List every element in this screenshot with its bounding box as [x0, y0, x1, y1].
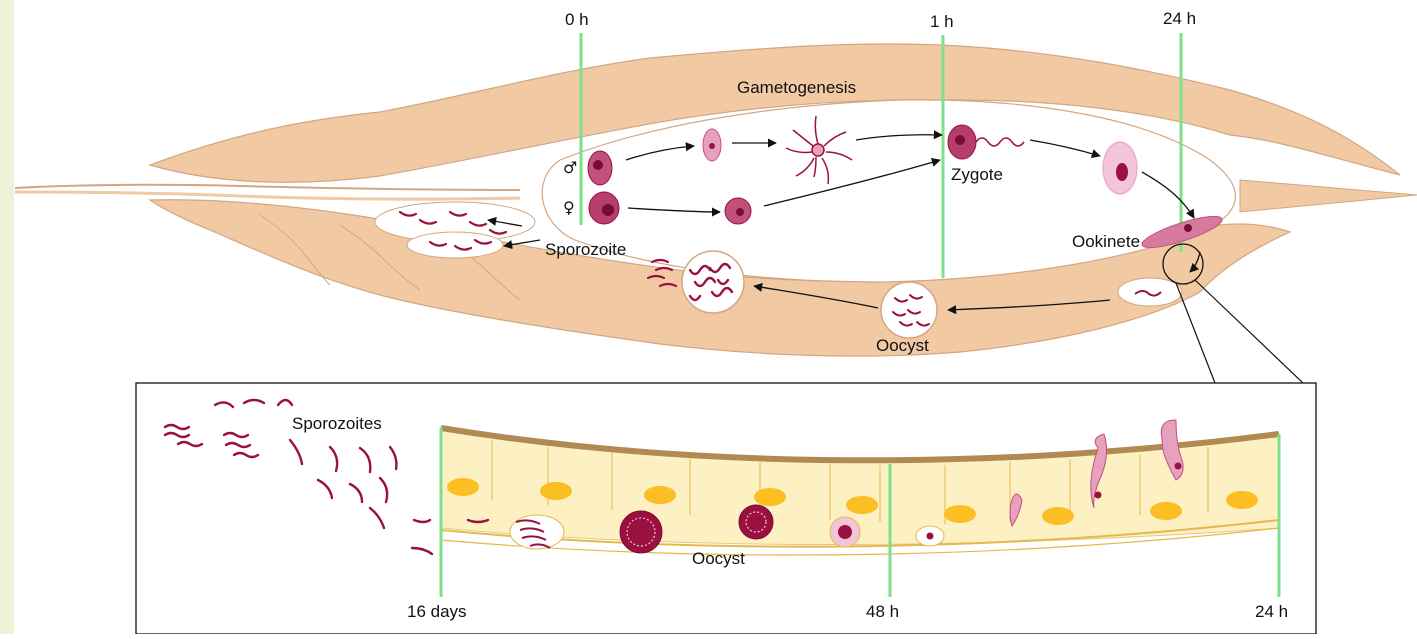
background-edge	[0, 0, 14, 634]
label-ookinete: Ookinete	[1072, 233, 1140, 250]
label-zygote: Zygote	[951, 166, 1003, 183]
label-time-16days: 16 days	[407, 603, 467, 620]
label-time-1h: 1 h	[930, 13, 954, 30]
label-time-0h: 0 h	[565, 11, 589, 28]
label-oocyst: Oocyst	[876, 337, 929, 354]
label-inset-oocyst: Oocyst	[692, 550, 745, 567]
proboscis	[15, 185, 520, 190]
label-time-48h: 48 h	[866, 603, 899, 620]
label-sporozoites: Sporozoites	[292, 415, 382, 432]
label-time-24h-inset: 24 h	[1255, 603, 1288, 620]
label-sporozoite: Sporozoite	[545, 241, 626, 258]
male-symbol: ♂	[563, 160, 577, 176]
label-time-24h: 24 h	[1163, 10, 1196, 27]
oocyst-mature	[682, 251, 744, 313]
label-gametogenesis: Gametogenesis	[737, 79, 856, 96]
female-symbol: ♀	[563, 200, 575, 216]
rear-tip	[1240, 180, 1417, 212]
